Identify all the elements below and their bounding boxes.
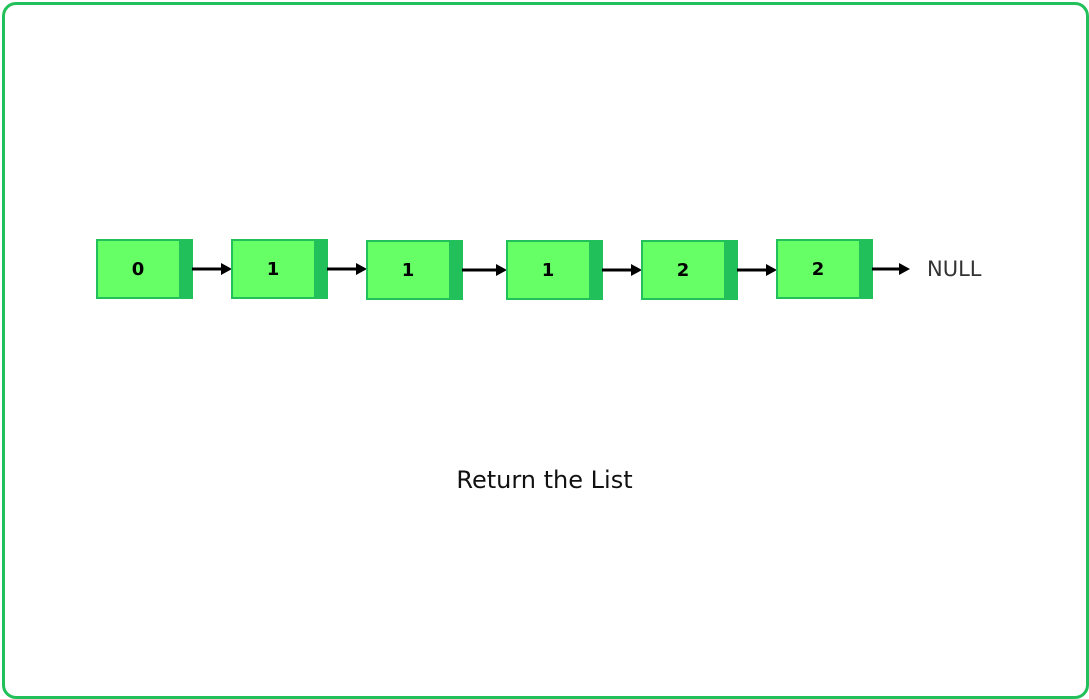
node-next-pointer	[724, 241, 737, 299]
list-node-4: 2	[641, 240, 738, 300]
node-value: 1	[267, 259, 280, 280]
node-next-pointer	[314, 240, 327, 298]
node-value: 2	[677, 260, 690, 281]
arrow-head	[631, 264, 642, 276]
node-data-box	[231, 239, 328, 299]
node-next-pointer	[179, 240, 192, 298]
list-node-1: 1	[231, 239, 328, 299]
arrow-head	[899, 263, 910, 275]
arrow-head	[221, 263, 232, 275]
arrow-head	[766, 264, 777, 276]
node-data-box	[96, 239, 193, 299]
node-value: 2	[812, 259, 825, 280]
node-data-box	[366, 240, 463, 300]
arrow-head	[356, 263, 367, 275]
arrow-head	[496, 264, 507, 276]
node-data-box	[776, 239, 873, 299]
node-data-box	[641, 240, 738, 300]
next-arrow-4	[737, 264, 777, 276]
next-arrow-1	[327, 263, 367, 275]
node-value: 1	[542, 260, 555, 281]
list-node-2: 1	[366, 240, 463, 300]
node-next-pointer	[859, 240, 872, 298]
node-next-pointer	[449, 241, 462, 299]
null-arrow	[872, 263, 910, 275]
list-node-3: 1	[506, 240, 603, 300]
caption: Return the List	[456, 466, 633, 494]
null-terminator: NULL	[927, 257, 982, 281]
next-arrow-0	[192, 263, 232, 275]
node-value: 1	[402, 260, 415, 281]
list-node-0: 0	[96, 239, 193, 299]
next-arrow-2	[462, 264, 507, 276]
list-node-5: 2	[776, 239, 873, 299]
node-data-box	[506, 240, 603, 300]
node-next-pointer	[589, 241, 602, 299]
next-arrow-3	[602, 264, 642, 276]
node-value: 0	[132, 259, 145, 280]
